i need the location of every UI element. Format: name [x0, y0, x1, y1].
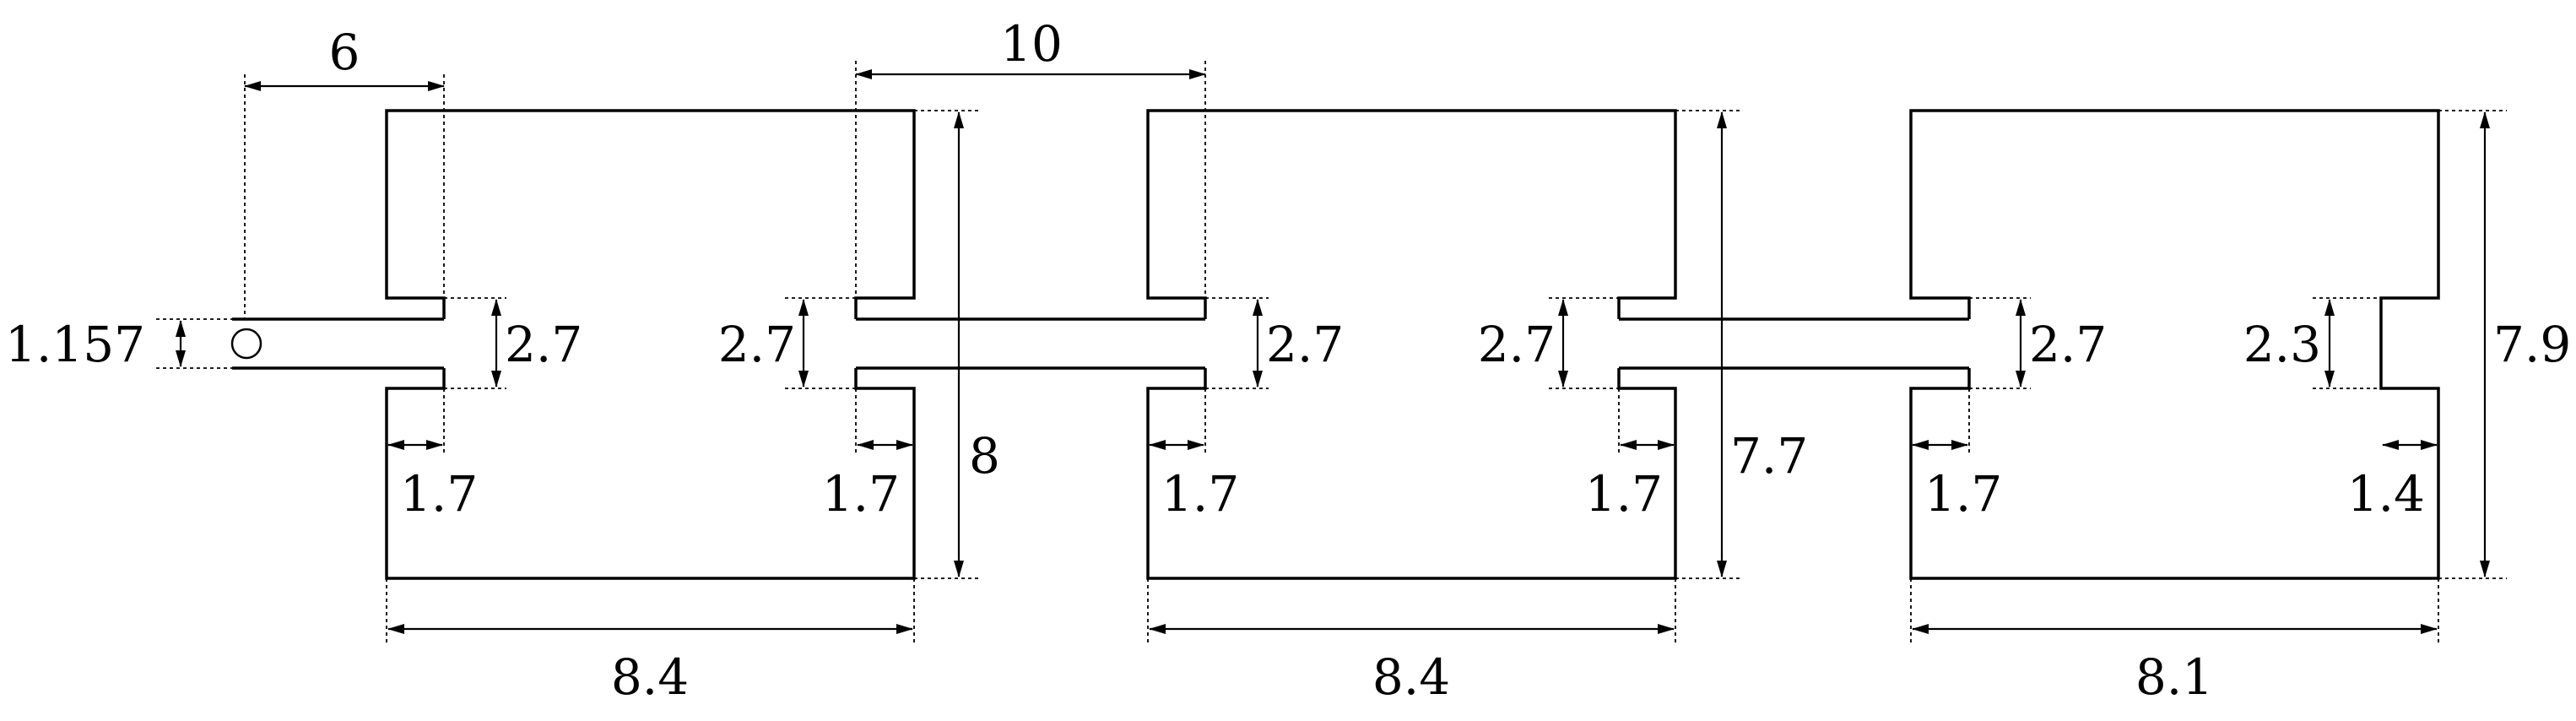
- inlet-source-icon: [230, 328, 262, 360]
- chamber-1-outline: [385, 109, 916, 580]
- label-box1-height: 8: [969, 427, 1000, 485]
- label-box3-neck-right: 2.3: [2243, 316, 2321, 373]
- label-box3-lip-right: 1.4: [2347, 465, 2425, 523]
- chamber-2-outline: [1146, 109, 1677, 580]
- label-inlet-offset: 6: [329, 24, 360, 81]
- label-inlet-diameter: 1.157: [5, 316, 145, 373]
- dimension-labels: 6 10 1.157 2.7 2.7 1.7 1.7 8 8.4 2.7 2.7…: [5, 15, 2571, 706]
- label-box2-height: 7.7: [1730, 427, 1808, 485]
- label-box3-height: 7.9: [2493, 316, 2571, 373]
- label-box2-lip-left: 1.7: [1161, 465, 1239, 523]
- chamber-outlines: [230, 109, 2440, 580]
- label-box2-neck-left: 2.7: [1266, 316, 1344, 373]
- label-box1-neck-right: 2.7: [718, 316, 796, 373]
- label-box1-lip-left: 1.7: [400, 465, 478, 523]
- label-gap-top: 10: [1000, 15, 1063, 73]
- label-box3-neck-left: 2.7: [2029, 316, 2107, 373]
- label-box1-width: 8.4: [611, 648, 689, 706]
- label-box2-neck-right: 2.7: [1478, 316, 1556, 373]
- label-box1-lip-right: 1.7: [822, 465, 900, 523]
- dimension-lines: [176, 69, 2490, 634]
- label-box1-neck-left: 2.7: [505, 316, 582, 373]
- label-box3-width: 8.1: [2135, 648, 2213, 706]
- label-box2-width: 8.4: [1372, 648, 1450, 706]
- label-box3-lip-left: 1.7: [1924, 465, 2002, 523]
- chamber-3-outline: [1909, 109, 2440, 580]
- label-box2-lip-right: 1.7: [1585, 465, 1663, 523]
- extension-lines: [156, 61, 2507, 646]
